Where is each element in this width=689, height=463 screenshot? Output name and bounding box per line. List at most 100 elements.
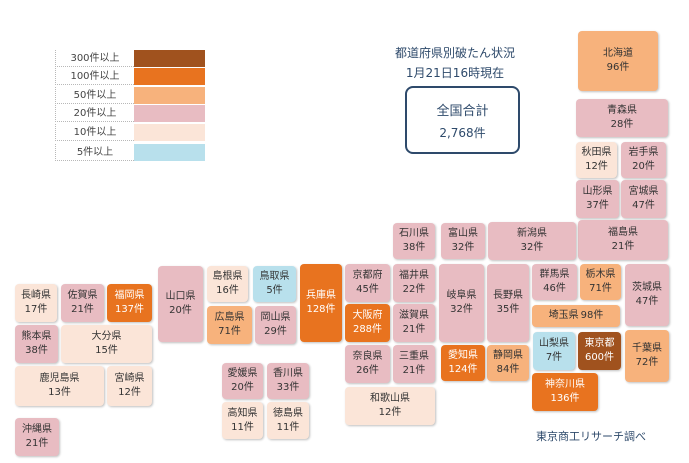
prefecture-nagano[interactable]: 長野県 35件 [487, 264, 529, 342]
prefecture-count: 600件 [584, 352, 615, 363]
map-title: 都道府県別破たん状況 [394, 46, 515, 60]
prefecture-fukuoka[interactable]: 福岡県 137件 [107, 284, 152, 322]
prefecture-gunma[interactable]: 群馬県 46件 [532, 264, 577, 300]
prefecture-kanagawa[interactable]: 神奈川県 136件 [532, 373, 598, 411]
legend-label: 5件以上 [55, 144, 134, 161]
prefecture-count: 20件 [632, 161, 655, 172]
prefecture-tokyo[interactable]: 東京都 600件 [578, 332, 621, 370]
prefecture-name: 茨城県 [632, 282, 662, 293]
prefecture-okinawa[interactable]: 沖縄県 21件 [15, 418, 59, 456]
prefecture-akita[interactable]: 秋田県 12件 [576, 142, 617, 178]
prefecture-name: 佐賀県 [67, 290, 98, 301]
legend-row: 5件以上 [55, 144, 205, 161]
prefecture-kagoshima[interactable]: 鹿児島県 13件 [15, 366, 104, 406]
prefecture-name: 山口県 [165, 291, 196, 302]
prefecture-count: 71件 [589, 283, 612, 294]
prefecture-osaka[interactable]: 大阪府 288件 [345, 304, 390, 342]
legend-swatch [134, 87, 205, 104]
prefecture-count: 32件 [450, 304, 473, 315]
prefecture-gifu[interactable]: 岐阜県 32件 [439, 264, 484, 342]
prefecture-okayama[interactable]: 岡山県 29件 [255, 306, 296, 344]
prefecture-saitama[interactable]: 埼玉県 98件 [532, 305, 620, 327]
prefecture-count: 124件 [448, 364, 478, 375]
legend-swatch [134, 50, 205, 67]
prefecture-fukui[interactable]: 福井県 22件 [393, 264, 435, 302]
prefecture-count: 12件 [378, 407, 402, 418]
prefecture-name: 岩手県 [628, 147, 659, 158]
prefecture-wakayama[interactable]: 和歌山県 12件 [345, 387, 435, 425]
prefecture-count: 28件 [610, 119, 634, 130]
prefecture-mie[interactable]: 三重県 21件 [393, 345, 435, 383]
prefecture-name: 栃木県 [585, 269, 616, 280]
prefecture-count: 47件 [632, 200, 655, 211]
prefecture-chiba[interactable]: 千葉県 72件 [625, 330, 669, 382]
legend-label: 50件以上 [55, 87, 134, 104]
prefecture-name: 群馬県 [539, 269, 570, 280]
prefecture-aomori[interactable]: 青森県 28件 [576, 99, 668, 137]
prefecture-count: 46件 [543, 283, 566, 294]
prefecture-shiga[interactable]: 滋賀県 21件 [393, 304, 435, 342]
prefecture-count: 21件 [25, 438, 49, 449]
prefecture-kagawa[interactable]: 香川県 33件 [267, 363, 309, 399]
prefecture-hyogo[interactable]: 兵庫県 128件 [300, 264, 342, 342]
prefecture-yamaguchi[interactable]: 山口県 20件 [158, 266, 203, 342]
legend-swatch [134, 105, 205, 122]
prefecture-count: 21件 [402, 324, 426, 335]
national-total-value: 2,768件 [439, 126, 486, 140]
prefecture-shizuoka[interactable]: 静岡県 84件 [487, 345, 529, 381]
prefecture-name: 鹿児島県 [39, 373, 80, 384]
prefecture-count: 12件 [585, 161, 608, 172]
prefecture-hiroshima[interactable]: 広島県 71件 [207, 306, 252, 344]
prefecture-kyoto[interactable]: 京都府 45件 [345, 264, 390, 302]
prefecture-name: 三重県 [399, 351, 429, 362]
prefecture-name: 石川県 [399, 228, 429, 239]
legend-row: 10件以上 [55, 124, 205, 141]
prefecture-count: 20件 [169, 305, 192, 316]
prefecture-name: 鳥取県 [259, 271, 290, 282]
prefecture-name: 滋賀県 [399, 310, 429, 321]
prefecture-name: 長崎県 [21, 290, 51, 301]
prefecture-fukushima[interactable]: 福島県 21件 [578, 220, 668, 260]
prefecture-name: 大阪府 [352, 310, 383, 321]
prefecture-miyazaki[interactable]: 宮崎県 12件 [107, 366, 152, 406]
prefecture-name: 秋田県 [581, 147, 612, 158]
prefecture-saga[interactable]: 佐賀県 21件 [61, 284, 104, 322]
prefecture-count: 21件 [71, 304, 94, 315]
prefecture-tokushima[interactable]: 徳島県 11件 [267, 402, 309, 439]
prefecture-shimane[interactable]: 島根県 16件 [207, 266, 248, 302]
prefecture-ishikawa[interactable]: 石川県 38件 [393, 223, 435, 259]
prefecture-name: 長野県 [493, 290, 523, 301]
prefecture-miyagi[interactable]: 宮城県 47件 [621, 180, 666, 218]
prefecture-count: 137件 [114, 304, 145, 315]
prefecture-name: 岐阜県 [446, 290, 477, 301]
prefecture-aichi[interactable]: 愛知県 124件 [441, 345, 485, 381]
prefecture-ehime[interactable]: 愛媛県 20件 [222, 363, 263, 399]
prefecture-count: 136件 [550, 393, 580, 404]
prefecture-count: 84件 [496, 364, 520, 375]
prefecture-yamagata[interactable]: 山形県 37件 [576, 180, 619, 218]
prefecture-count: 128件 [306, 304, 336, 315]
legend-swatch [134, 68, 205, 85]
prefecture-count: 47件 [635, 296, 659, 307]
legend-swatch [134, 144, 205, 161]
prefecture-hokkaido[interactable]: 北海道 96件 [578, 31, 658, 91]
prefecture-niigata[interactable]: 新潟県 32件 [488, 222, 576, 260]
prefecture-nara[interactable]: 奈良県 26件 [345, 345, 390, 383]
prefecture-count: 288件 [352, 324, 383, 335]
prefecture-ibaraki[interactable]: 茨城県 47件 [625, 264, 669, 326]
prefecture-name: 福岡県 [114, 290, 145, 301]
prefecture-kochi[interactable]: 高知県 11件 [222, 402, 263, 439]
prefecture-kumamoto[interactable]: 熊本県 38件 [15, 325, 58, 363]
prefecture-tochigi[interactable]: 栃木県 71件 [580, 264, 621, 300]
prefecture-iwate[interactable]: 岩手県 20件 [621, 142, 666, 178]
prefecture-name: 福井県 [399, 270, 429, 281]
prefecture-oita[interactable]: 大分県 15件 [61, 325, 152, 363]
prefecture-toyama[interactable]: 富山県 32件 [441, 223, 485, 259]
prefecture-name: 大分県 [91, 331, 122, 342]
prefecture-name: 愛媛県 [227, 368, 258, 379]
prefecture-count: 22件 [402, 284, 426, 295]
prefecture-tottori[interactable]: 鳥取県 5件 [253, 266, 296, 302]
prefecture-name: 和歌山県 [370, 393, 410, 404]
prefecture-nagasaki[interactable]: 長崎県 17件 [15, 284, 57, 322]
prefecture-yamanashi[interactable]: 山梨県 7件 [533, 332, 575, 370]
